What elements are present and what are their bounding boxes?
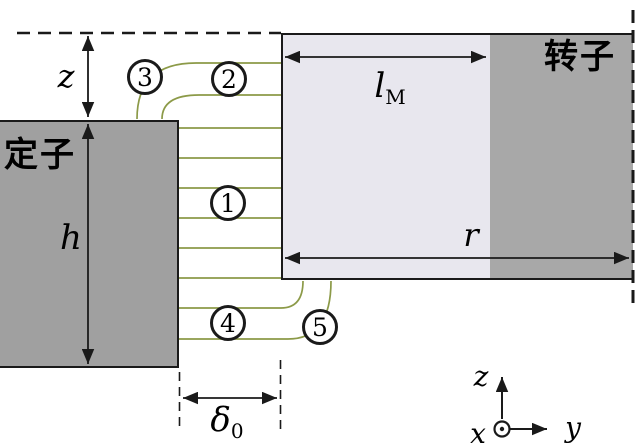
lm-label-subscript: M: [385, 85, 406, 109]
flux-fringe-line-top-inner: [161, 94, 281, 120]
lm-label-base: l: [374, 66, 386, 106]
h-dimension-label: h: [60, 218, 82, 258]
rotor-label: 转子: [544, 37, 616, 77]
flux-fringe-line-bottom-inner: [179, 280, 304, 309]
axis-z-label: z: [473, 360, 489, 393]
rotor-block: [490, 35, 633, 278]
delta0-label-base: δ: [210, 400, 231, 440]
x-axis-origin-dot: [499, 426, 505, 432]
stator-label: 定子: [4, 135, 76, 175]
magnet-block: [281, 33, 633, 280]
region-2-badge: 2: [211, 61, 247, 97]
region-4-badge: 4: [210, 305, 246, 341]
axis-x-label: x: [470, 417, 486, 447]
axis-y-label: y: [565, 411, 581, 444]
coordinate-axes: [493, 377, 547, 438]
lm-dimension-label: lM: [374, 66, 405, 107]
z-dimension-label: z: [57, 57, 75, 95]
region-1-badge: 1: [210, 185, 246, 221]
r-dimension-label: r: [463, 216, 479, 254]
delta0-dimension-label: δ0: [210, 400, 243, 441]
delta0-label-subscript: 0: [230, 419, 244, 443]
region-5-badge: 5: [302, 309, 338, 345]
region-3-badge: 3: [127, 59, 163, 95]
